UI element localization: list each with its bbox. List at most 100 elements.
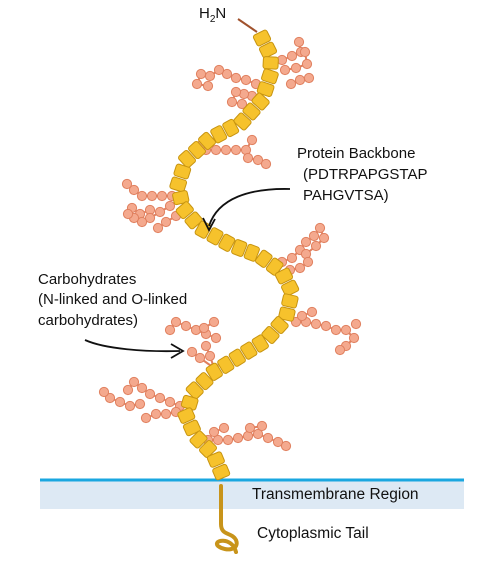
glycan-bead <box>348 332 360 344</box>
glycan-bead <box>122 208 134 220</box>
glycan-bead <box>226 96 238 108</box>
glycan-bead <box>104 392 116 404</box>
glycan-bead <box>191 78 203 90</box>
glycan-bead <box>301 58 313 70</box>
glycan-bead <box>154 392 166 404</box>
glycan-bead <box>330 324 342 336</box>
glycan-bead <box>334 344 346 356</box>
backbone-residue <box>206 451 225 468</box>
glycan-bead <box>303 72 315 84</box>
carbohydrate-arrowhead <box>170 343 185 359</box>
glycan-bead <box>194 352 206 364</box>
glycan-bead <box>350 318 362 330</box>
glycan-bead <box>285 78 297 90</box>
n-terminus-label: H2N <box>199 5 227 25</box>
backbone-residue <box>251 92 270 111</box>
glycan-bead <box>302 256 314 268</box>
glycan-bead <box>262 432 274 444</box>
glycan-bead <box>218 422 230 434</box>
glycan-bead <box>160 408 172 420</box>
protein-backbone <box>169 29 300 481</box>
glycan-bead <box>198 322 210 334</box>
glycan-bead <box>222 434 234 446</box>
membrane-band <box>40 480 464 509</box>
backbone-residue <box>233 112 252 131</box>
backbone-title: Protein Backbone <box>297 145 416 162</box>
backbone-residue <box>188 140 206 160</box>
glycan-bead <box>240 74 252 86</box>
glycan-bead <box>152 222 164 234</box>
glycan-bead <box>208 316 220 328</box>
glycan-bead <box>299 46 311 58</box>
backbone-residue <box>184 211 203 230</box>
backbone-residue <box>210 125 228 144</box>
glycan-bead <box>212 434 224 446</box>
backbone-residue <box>169 176 188 193</box>
glycan-bead <box>186 346 198 358</box>
backbone-residue <box>256 81 275 97</box>
glycan-bead <box>164 324 176 336</box>
glycan-bead <box>252 428 264 440</box>
glycan-bead <box>286 252 298 264</box>
carbohydrates-sub-2: carbohydrates) <box>38 312 139 329</box>
backbone-residue <box>265 257 284 276</box>
glycan-bead <box>213 64 225 76</box>
backbone-residue <box>262 56 279 70</box>
backbone-residue <box>278 306 296 322</box>
backbone-residue <box>185 381 204 400</box>
glycan-bead <box>204 70 216 82</box>
backbone-residue <box>281 279 300 297</box>
glycan-bead <box>156 190 168 202</box>
backbone-residue <box>177 407 196 424</box>
glycan-bead <box>134 398 146 410</box>
glycan-bead <box>310 240 322 252</box>
glycan-bead <box>136 382 148 394</box>
glycan-bead <box>308 230 320 242</box>
glycan-bead <box>221 68 233 80</box>
backbone-residue <box>218 233 236 252</box>
glycan-bead <box>318 232 330 244</box>
glycan-bead <box>122 384 134 396</box>
glycan-bead <box>252 154 264 166</box>
glycan-bead <box>146 190 158 202</box>
backbone-residue <box>255 249 273 268</box>
backbone-arrowhead <box>202 217 216 232</box>
glycan-bead <box>294 74 306 86</box>
backbone-residue <box>258 41 278 59</box>
glycan-bead <box>290 62 302 74</box>
backbone-sequence-1: (PDTRPAPGSTAP <box>303 166 428 183</box>
glycan-bead <box>256 420 268 432</box>
glycan-bead <box>160 216 172 228</box>
glycan-bead <box>286 50 298 62</box>
backbone-sequence-2: PAHGVTSA) <box>303 187 389 204</box>
backbone-residue <box>205 362 223 381</box>
transmembrane-label: Transmembrane Region <box>252 486 419 503</box>
backbone-residue <box>251 334 269 353</box>
glycan-bead <box>314 222 326 234</box>
glycan-bead <box>154 206 166 218</box>
glycan-bead <box>150 408 162 420</box>
glycan-bead <box>242 152 254 164</box>
glycan-bead <box>306 306 318 318</box>
glycan-bead <box>210 144 222 156</box>
glycan-bead <box>230 144 242 156</box>
backbone-residue <box>182 419 201 437</box>
glycan-bead <box>114 396 126 408</box>
cytoplasmic-label: Cytoplasmic Tail <box>257 525 369 542</box>
glycan-bead <box>202 80 214 92</box>
carbohydrate-arrow <box>84 339 181 353</box>
backbone-residue <box>261 326 280 344</box>
backbone-residue <box>173 163 192 180</box>
backbone-residue <box>222 118 240 138</box>
glycan-bead <box>180 320 192 332</box>
glycan-bead <box>230 86 242 98</box>
backbone-residue <box>231 239 248 257</box>
backbone-residue <box>172 190 190 206</box>
glycan-bead <box>140 412 152 424</box>
backbone-residue <box>198 131 216 150</box>
backbone-residue <box>240 341 258 360</box>
backbone-residue <box>206 227 224 246</box>
glycan-bead <box>200 340 212 352</box>
carbohydrates-title: Carbohydrates <box>38 271 137 288</box>
glycan-bead <box>170 316 182 328</box>
